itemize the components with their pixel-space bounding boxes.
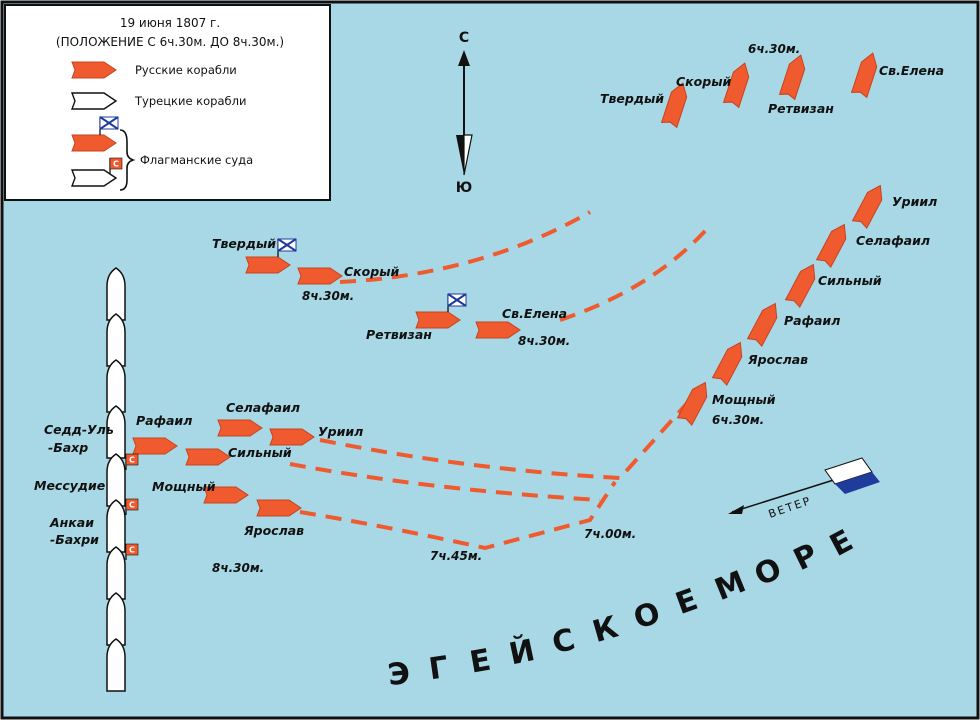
label-rafail-830: Рафаил xyxy=(136,413,192,428)
compass: С Ю xyxy=(456,30,473,196)
label-time-830-a: 8ч.30м. xyxy=(302,289,354,303)
label-skory-630: Скорый xyxy=(676,74,731,89)
track-uriil xyxy=(319,398,692,481)
label-retvizan-630: Ретвизан xyxy=(768,101,834,116)
label-uriil: Уриил xyxy=(892,194,937,209)
label-seddul-1: Седд-Уль xyxy=(44,422,114,437)
ship-tracks xyxy=(289,210,708,551)
turkish-ship-8 xyxy=(106,592,126,646)
compass-arrow-icon xyxy=(458,50,470,66)
label-svelena-830: Св.Елена xyxy=(502,306,567,321)
track-tverdy xyxy=(339,210,591,284)
compass-south: Ю xyxy=(456,180,472,196)
label-ankai-1: Анкаи xyxy=(49,515,94,530)
label-silny-830: Сильный xyxy=(228,445,292,460)
label-time-700: 7ч.00м. xyxy=(584,527,636,541)
compass-north: С xyxy=(459,30,469,46)
ship-labels: Твердый Скорый 6ч.30м. Ретвизан Св.Елена… xyxy=(34,42,944,575)
label-tverdy-630: Твердый xyxy=(600,91,664,106)
label-selafail-830: Селафаил xyxy=(226,400,300,415)
label-moshchny-830: Мощный xyxy=(152,479,216,494)
legend-box xyxy=(4,4,331,201)
label-time-630-right: 6ч.30м. xyxy=(712,413,764,427)
turkish-ship-7 xyxy=(106,546,126,600)
turkish-ship-3 xyxy=(106,359,126,413)
legend-period: (ПОЛОЖЕНИЕ С 6ч.30м. ДО 8ч.30м.) xyxy=(56,35,284,49)
wind-arrow-icon xyxy=(728,505,744,514)
turkish-ship-ankai xyxy=(106,499,126,553)
label-messudie: Мессудие xyxy=(34,478,105,493)
track-yaroslav xyxy=(299,480,617,551)
legend-turkish-label: Турецкие корабли xyxy=(134,94,246,108)
sea-letter: Э xyxy=(386,656,412,693)
label-retvizan-830: Ретвизан xyxy=(366,327,432,342)
legend-flagships-label: Флагманские суда xyxy=(140,153,253,167)
sea-letter: Г xyxy=(427,650,451,687)
label-time-745: 7ч.45м. xyxy=(430,549,482,563)
turkish-ships xyxy=(106,267,126,692)
label-rafail: Рафаил xyxy=(784,313,840,328)
turkish-ship-1 xyxy=(106,267,126,321)
label-ankai-2: -Бахри xyxy=(50,532,99,547)
label-time-830-c: 8ч.30м. xyxy=(212,561,264,575)
legend-brace xyxy=(119,129,136,191)
label-tverdy-830: Твердый xyxy=(212,236,276,251)
label-time-630-top: 6ч.30м. xyxy=(748,42,800,56)
legend-date: 19 июня 1807 г. xyxy=(120,16,220,30)
label-moshchny: Мощный xyxy=(712,392,776,407)
label-skory-830: Скорый xyxy=(344,264,399,279)
turkish-ship-9 xyxy=(106,638,126,692)
turkish-ship-messudie xyxy=(106,453,126,507)
label-svelena-630: Св.Елена xyxy=(879,63,944,78)
legend: 19 июня 1807 г. (ПОЛОЖЕНИЕ С 6ч.30м. ДО … xyxy=(4,4,331,201)
label-silny: Сильный xyxy=(818,273,882,288)
label-yaroslav: Ярослав xyxy=(747,352,808,367)
label-seddul-2: -Бахр xyxy=(48,440,88,455)
track-svelena xyxy=(559,228,708,322)
label-yaroslav-830: Ярослав xyxy=(243,523,304,538)
turkish-ship-2 xyxy=(106,313,126,367)
legend-russian-label: Русские корабли xyxy=(135,63,237,77)
label-uriil-830: Уриил xyxy=(318,424,363,439)
track-silny xyxy=(289,462,601,502)
label-selafail: Селафаил xyxy=(856,233,930,248)
label-time-830-b: 8ч.30м. xyxy=(518,334,570,348)
